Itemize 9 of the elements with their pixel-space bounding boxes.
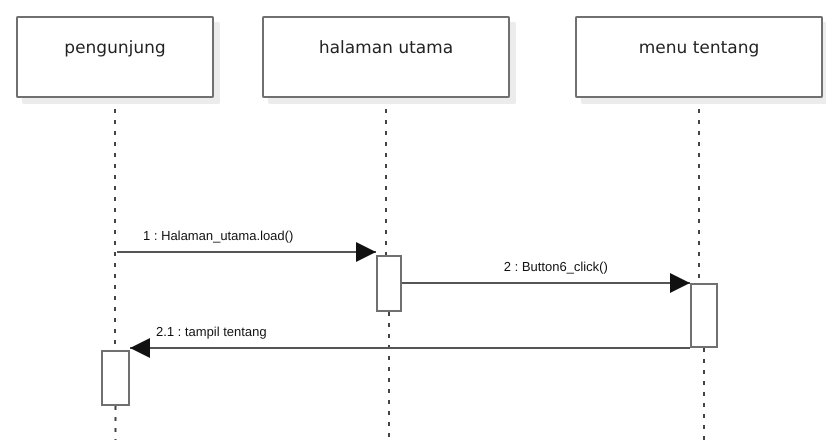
activation-bar — [101, 350, 130, 406]
message-arrow — [117, 242, 376, 262]
message-arrow — [402, 273, 690, 293]
activation-bar — [376, 255, 402, 312]
activation-bar — [690, 283, 718, 348]
message-label: 2.1 : tampil tentang — [155, 324, 268, 339]
message-label: 1 : Halaman_utama.load() — [142, 228, 294, 243]
message-arrow — [130, 338, 690, 358]
message-label: 2 : Button6_click() — [502, 259, 609, 274]
